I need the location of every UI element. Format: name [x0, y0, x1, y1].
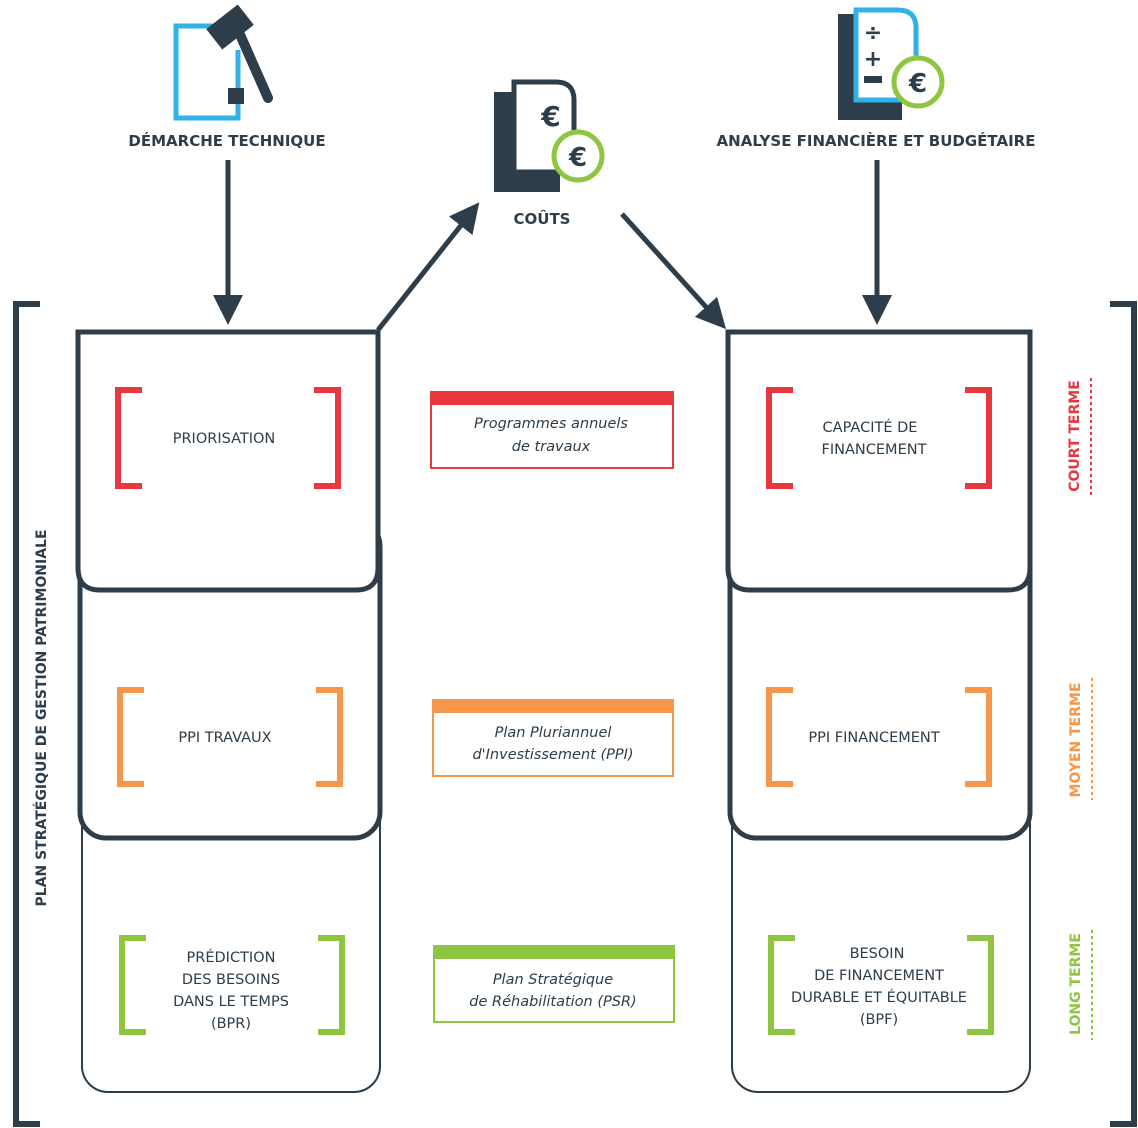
middle-moyen-line-1: Plan Pluriannuel: [495, 725, 612, 741]
left-long-line-4: (BPR): [211, 1016, 251, 1032]
left-court-line-1: PRIORISATION: [173, 431, 276, 447]
middle-long-line-1: Plan Stratégique: [493, 972, 613, 988]
middle-moyen-line-2: d'Investissement (PPI): [472, 747, 633, 763]
left-long-line-2: DES BESOINS: [182, 972, 280, 988]
calculator-euro-document-icon: ÷ + €: [838, 7, 945, 120]
right-court-line-2: FINANCEMENT: [822, 442, 927, 458]
right-column: [725, 329, 1033, 1093]
svg-text:÷: ÷: [864, 21, 882, 46]
right-card-court: [725, 329, 1033, 593]
svg-text:+: +: [864, 47, 882, 72]
right-long-line-3: DURABLE ET ÉQUITABLE: [791, 989, 967, 1006]
middle-court-line-2: de travaux: [512, 439, 591, 455]
term-long: LONG TERME: [1068, 930, 1093, 1040]
outer-bracket-right: [1110, 301, 1137, 1127]
flow-arrows: [213, 160, 892, 332]
right-long-line-4: (BPF): [860, 1012, 898, 1028]
svg-text:€: €: [540, 100, 560, 133]
term-long-label: LONG TERME: [1068, 933, 1084, 1035]
left-moyen-line-1: PPI TRAVAUX: [178, 730, 271, 746]
middle-court-line-1: Programmes annuels: [474, 416, 628, 432]
right-moyen-line-1: PPI FINANCEMENT: [808, 730, 939, 746]
middle-court-box: Programmes annuels de travaux: [430, 391, 674, 469]
middle-long-line-2: de Réhabilitation (PSR): [469, 994, 636, 1010]
hammer-document-icon: [173, 4, 273, 121]
arrow-to-couts: [376, 202, 480, 332]
svg-text:€: €: [908, 69, 927, 99]
right-long-line-2: DE FINANCEMENT: [814, 968, 944, 984]
term-court-label: COURT TERME: [1067, 380, 1083, 492]
right-court-line-1: CAPACITÉ DE: [823, 419, 918, 436]
term-moyen: MOYEN TERME: [1068, 678, 1093, 800]
header-couts: COÛTS: [514, 209, 571, 228]
header-technique: DÉMARCHE TECHNIQUE: [128, 131, 325, 150]
left-long-line-3: DANS LE TEMPS: [173, 994, 289, 1010]
term-moyen-label: MOYEN TERME: [1068, 682, 1084, 797]
left-card-court: [75, 329, 381, 593]
outer-bracket-left: [13, 301, 40, 1127]
left-long-line-1: PRÉDICTION: [187, 949, 276, 966]
vertical-plan-label: PLAN STRATÉGIQUE DE GESTION PATRIMONIALE: [33, 529, 50, 906]
header-analyse: ANALYSE FINANCIÈRE ET BUDGÉTAIRE: [717, 131, 1036, 150]
middle-moyen-box: Plan Pluriannuel d'Investissement (PPI): [432, 699, 674, 777]
arrow-from-couts: [620, 212, 727, 330]
left-column: [75, 329, 383, 1093]
middle-long-box: Plan Stratégique de Réhabilitation (PSR): [433, 945, 675, 1023]
svg-text:€: €: [568, 143, 587, 173]
right-long-line-1: BESOIN: [850, 946, 905, 962]
euro-document-icon: € €: [494, 79, 605, 192]
term-court: COURT TERME: [1067, 378, 1092, 496]
inner-brackets: [115, 387, 994, 1035]
